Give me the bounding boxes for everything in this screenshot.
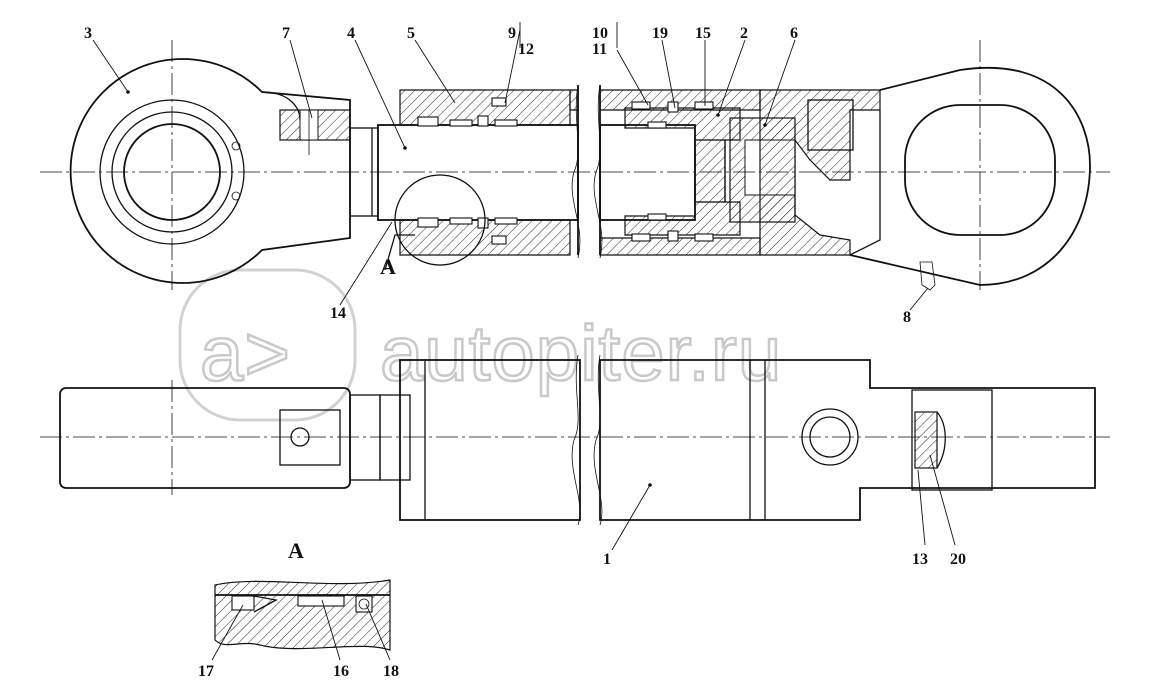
callout-15: 15: [695, 25, 711, 42]
piston-part-2: [624, 101, 741, 242]
break-line-1: [571, 84, 581, 259]
watermark: a> autopiter.ru: [178, 268, 783, 422]
callout-8: 8: [903, 309, 911, 326]
section-arrow-a: [384, 234, 415, 271]
callout-20: 20: [950, 551, 966, 568]
callout-6: 6: [790, 25, 798, 42]
seal-part-17: [231, 595, 255, 611]
watermark-logo-a: a>: [200, 309, 291, 397]
ring-part-18: [355, 595, 373, 613]
rod-eye-part-3: [69, 58, 351, 284]
callout-11: 11: [592, 41, 607, 58]
gland-part-5: [399, 89, 571, 256]
seal-part-16: [297, 595, 345, 607]
detail-a-title: A: [288, 538, 304, 563]
callout-labels: 3 7 4 5 9 12 10 11 19 15 2 6 14 8 1 13 2…: [84, 25, 966, 680]
callout-2: 2: [740, 25, 748, 42]
callout-17: 17: [198, 663, 214, 680]
callout-4: 4: [347, 25, 355, 42]
callout-1: 1: [603, 551, 611, 568]
watermark-logo-frame: [178, 268, 357, 422]
watermark-text: autopiter.ru: [380, 309, 782, 397]
callout-18: 18: [383, 663, 399, 680]
callout-14: 14: [330, 305, 346, 322]
sectional-view: [40, 40, 1110, 291]
callout-12: 12: [518, 41, 534, 58]
callout-13: 13: [912, 551, 928, 568]
cylinder-bottom-eye: [759, 67, 1091, 291]
callout-5: 5: [407, 25, 415, 42]
callout-19: 19: [652, 25, 668, 42]
callout-7: 7: [282, 25, 290, 42]
callout-9: 9: [508, 25, 516, 42]
section-mark-a: A: [380, 254, 396, 279]
plug-part-13: [914, 411, 938, 469]
rod-end-exterior: [59, 387, 351, 489]
detail-circle-a: [394, 174, 486, 266]
break-line-2: [593, 84, 603, 259]
callout-10: 10: [592, 25, 608, 42]
exterior-view: [40, 354, 1110, 526]
detail-view-a: [214, 579, 391, 651]
callout-3: 3: [84, 25, 92, 42]
piston-rod-part-4: [349, 124, 726, 221]
cylinder-tube-exterior: [399, 359, 581, 521]
callout-16: 16: [333, 663, 349, 680]
leader-lines: [92, 22, 956, 661]
